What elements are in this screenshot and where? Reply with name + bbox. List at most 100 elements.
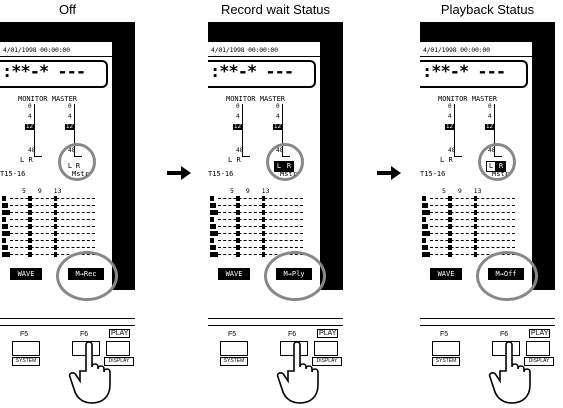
- play-label: PLAY: [529, 329, 551, 338]
- meter-tick: 0: [28, 103, 32, 110]
- dash-line: [430, 254, 515, 256]
- play-key[interactable]: [314, 341, 338, 356]
- track-numbers: 5 9 13: [230, 187, 270, 195]
- monitor-label: MONITOR: [226, 95, 256, 103]
- level-bar: [422, 238, 426, 243]
- divider: [0, 56, 112, 57]
- wave-button[interactable]: WAVE: [10, 268, 42, 280]
- play-key[interactable]: [106, 341, 130, 356]
- dash-line: [430, 240, 515, 242]
- level-bar: [2, 245, 8, 250]
- level-bar: [2, 238, 6, 243]
- play-label: PLAY: [109, 329, 131, 338]
- track-row: [210, 238, 305, 243]
- level-bar: [422, 231, 430, 236]
- track-row: [210, 217, 305, 222]
- dash-line: [10, 247, 95, 249]
- tracks-label: T15-16: [208, 170, 234, 178]
- track-row: [2, 238, 97, 243]
- track-row: [422, 217, 517, 222]
- dash-line: [430, 226, 515, 228]
- meter-labels: MONITOR MASTER: [18, 95, 77, 103]
- dash-line: [218, 219, 303, 221]
- song-name: :**-* ---: [210, 62, 294, 82]
- master-meter: [494, 104, 495, 156]
- meter-tick: 4: [276, 113, 280, 120]
- song-name-box: [0, 60, 108, 88]
- highlight-circle: [476, 251, 538, 301]
- dash-line: [10, 233, 95, 235]
- monitor-label: MONITOR: [18, 95, 48, 103]
- lr-left: L: [20, 156, 25, 164]
- highlight-circle: [266, 143, 304, 181]
- highlight-circle: [478, 143, 516, 181]
- track-row: [210, 245, 305, 250]
- f6-label: F6: [80, 331, 89, 338]
- meter-tick: 48: [448, 147, 456, 154]
- meter-tick-highlight: 12: [233, 123, 242, 130]
- highlight-circle: [264, 251, 326, 301]
- track-row: [422, 210, 517, 215]
- meter-base: [242, 156, 250, 157]
- track-numbers: 5 9 13: [22, 187, 62, 195]
- lr-left: L: [228, 156, 233, 164]
- panel-edge: [420, 325, 555, 326]
- tracks-label: T15-16: [0, 170, 26, 178]
- monitor-lr: L R: [228, 156, 241, 164]
- dash-line: [218, 205, 303, 207]
- level-bar: [2, 196, 6, 201]
- level-bar: [422, 217, 426, 222]
- f5-label: F5: [228, 331, 237, 338]
- dash-line: [430, 233, 515, 235]
- meter-tick: 0: [276, 103, 280, 110]
- master-meter: [74, 104, 75, 156]
- f5-key[interactable]: [12, 341, 40, 356]
- track-row: [210, 224, 305, 229]
- wave-button[interactable]: WAVE: [218, 268, 250, 280]
- track-row: [2, 196, 97, 201]
- lr-right: R: [448, 156, 453, 164]
- monitor-label: MONITOR: [438, 95, 468, 103]
- level-bar: [210, 231, 218, 236]
- play-key[interactable]: [526, 341, 550, 356]
- track-row: [210, 196, 305, 201]
- track-row: [2, 217, 97, 222]
- level-bar: [2, 224, 8, 229]
- arrow-right-icon: [167, 166, 191, 180]
- track-row: [422, 245, 517, 250]
- track-row: [422, 252, 517, 257]
- monitor-meter: [454, 104, 455, 156]
- highlight-circle: [56, 251, 118, 301]
- meter-tick-highlight: 12: [65, 123, 74, 130]
- panel-edge: [208, 318, 343, 319]
- wave-button[interactable]: WAVE: [430, 268, 462, 280]
- track-row: [2, 252, 97, 257]
- track-row: [422, 203, 517, 208]
- f5-key[interactable]: [432, 341, 460, 356]
- dash-line: [10, 198, 95, 200]
- dash-line: [430, 247, 515, 249]
- level-bar: [422, 252, 430, 257]
- dash-line: [10, 205, 95, 207]
- monitor-meter: [34, 104, 35, 156]
- meter-tick: 0: [488, 103, 492, 110]
- dash-line: [10, 226, 95, 228]
- track-row: [210, 210, 305, 215]
- track-grid: [210, 196, 305, 262]
- level-bar: [210, 238, 214, 243]
- track-row: [422, 196, 517, 201]
- level-bar: [422, 203, 428, 208]
- f6-label: F6: [288, 331, 297, 338]
- level-bar: [210, 210, 218, 215]
- level-bar: [210, 203, 216, 208]
- f5-key[interactable]: [220, 341, 248, 356]
- master-meter: [282, 104, 283, 156]
- dash-line: [218, 198, 303, 200]
- master-short-label: Mstr: [72, 170, 89, 178]
- system-label: SYSTEM: [12, 357, 40, 366]
- level-bar: [2, 210, 10, 215]
- track-row: [210, 231, 305, 236]
